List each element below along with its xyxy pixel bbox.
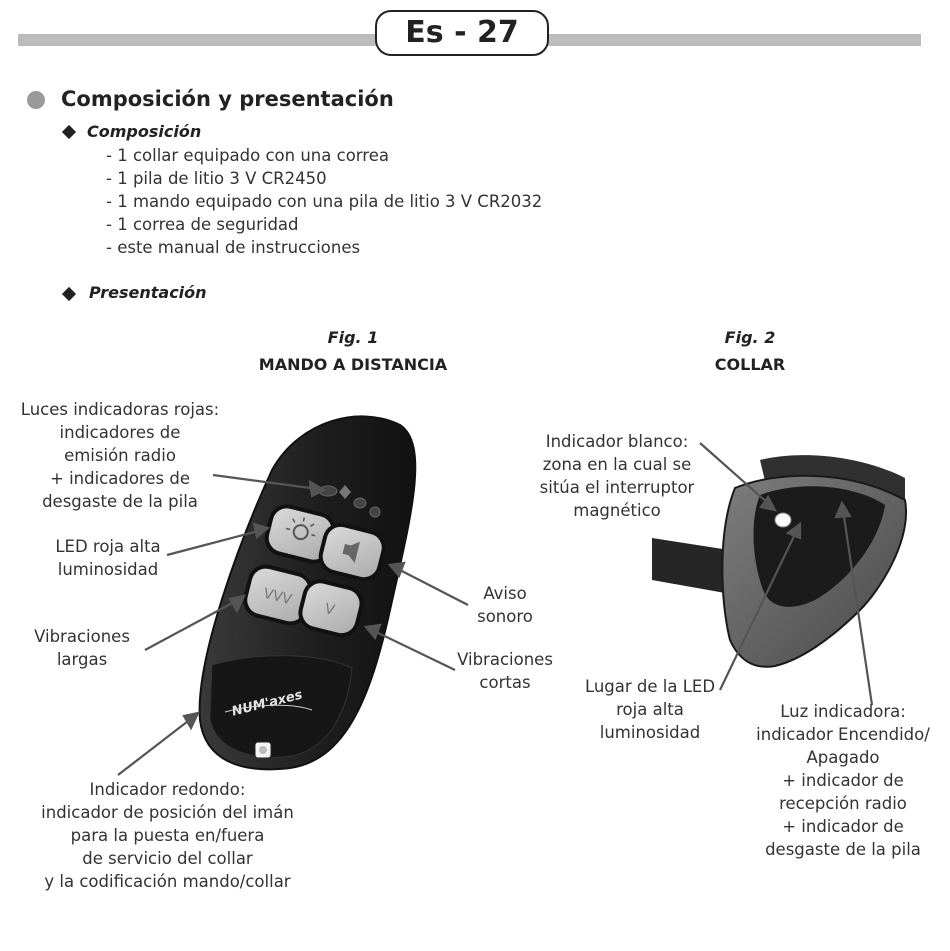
- list-item: - 1 pila de litio 3 V CR2450: [106, 169, 327, 188]
- header-rule-right: [548, 34, 921, 46]
- fig2-title: COLLAR: [714, 355, 786, 374]
- arrow-led: [166, 528, 263, 557]
- arrow-red-lights: [212, 473, 319, 491]
- list-item: - 1 correa de seguridad: [106, 215, 299, 234]
- arrow-round: [117, 717, 193, 776]
- list-item: - 1 mando equipado con una pila de litio…: [106, 192, 543, 211]
- fig2-number: Fig. 2: [724, 328, 776, 347]
- header-rule-left: [18, 34, 376, 46]
- label-led: LED roja alta luminosidad: [55, 537, 161, 579]
- arrow-sound: [395, 567, 469, 606]
- list-item: - 1 collar equipado con una correa: [106, 146, 389, 165]
- page-number-badge: Es - 27: [375, 10, 549, 56]
- collar-strap: [652, 538, 742, 596]
- arrow-led-place: [719, 529, 798, 691]
- bulb-icon: [292, 524, 309, 541]
- section-bullet-icon: [27, 91, 45, 109]
- remote-button-sound: [318, 522, 386, 582]
- label-red-lights: Luces indicadoras rojas: indicadores de …: [20, 400, 220, 511]
- indicator-light: [353, 497, 367, 509]
- arrow-light: [841, 509, 874, 706]
- label-white-indicator: Indicador blanco: zona en la cual se sit…: [539, 432, 695, 520]
- fig1-number: Fig. 1: [327, 328, 379, 347]
- indicator-diamond: [339, 485, 351, 499]
- section-title: Composición y presentación: [61, 87, 394, 111]
- list-item: - este manual de instrucciones: [106, 238, 361, 257]
- arrow-white: [699, 442, 771, 506]
- v-label: V: [323, 601, 337, 619]
- subsection-title-composition: Composición: [87, 122, 202, 141]
- label-round-indicator: Indicador redondo: indicador de posición…: [41, 780, 294, 891]
- vvv-label: VVV: [262, 586, 294, 609]
- remote-control-illustration: VVV V NUM'axes: [198, 415, 417, 771]
- label-led-place: Lugar de la LED roja alta luminosidad: [584, 677, 716, 742]
- label-sound: Aviso sonoro: [477, 584, 533, 626]
- remote-bottom-panel: [209, 655, 353, 758]
- arrow-short-vib: [371, 629, 456, 671]
- round-indicator: [259, 746, 267, 754]
- collar-illustration: [652, 455, 907, 668]
- fig1-title: MANDO A DISTANCIA: [258, 355, 448, 374]
- fig1-caption: Fig. 1 MANDO A DISTANCIA: [228, 324, 478, 378]
- label-indicator-light: Luz indicadora: indicador Encendido/ Apa…: [756, 702, 930, 859]
- fig2-caption: Fig. 2 COLLAR: [650, 324, 850, 378]
- remote-button-short-vibration: V: [298, 579, 364, 638]
- white-indicator: [774, 512, 792, 528]
- label-long-vibration: Vibraciones largas: [34, 627, 130, 669]
- indicator-light: [369, 506, 381, 518]
- label-short-vibration: Vibraciones cortas: [457, 650, 553, 692]
- subsection-title-presentation: Presentación: [89, 283, 207, 302]
- speaker-icon: [342, 541, 360, 563]
- arrow-long-vib: [144, 599, 239, 651]
